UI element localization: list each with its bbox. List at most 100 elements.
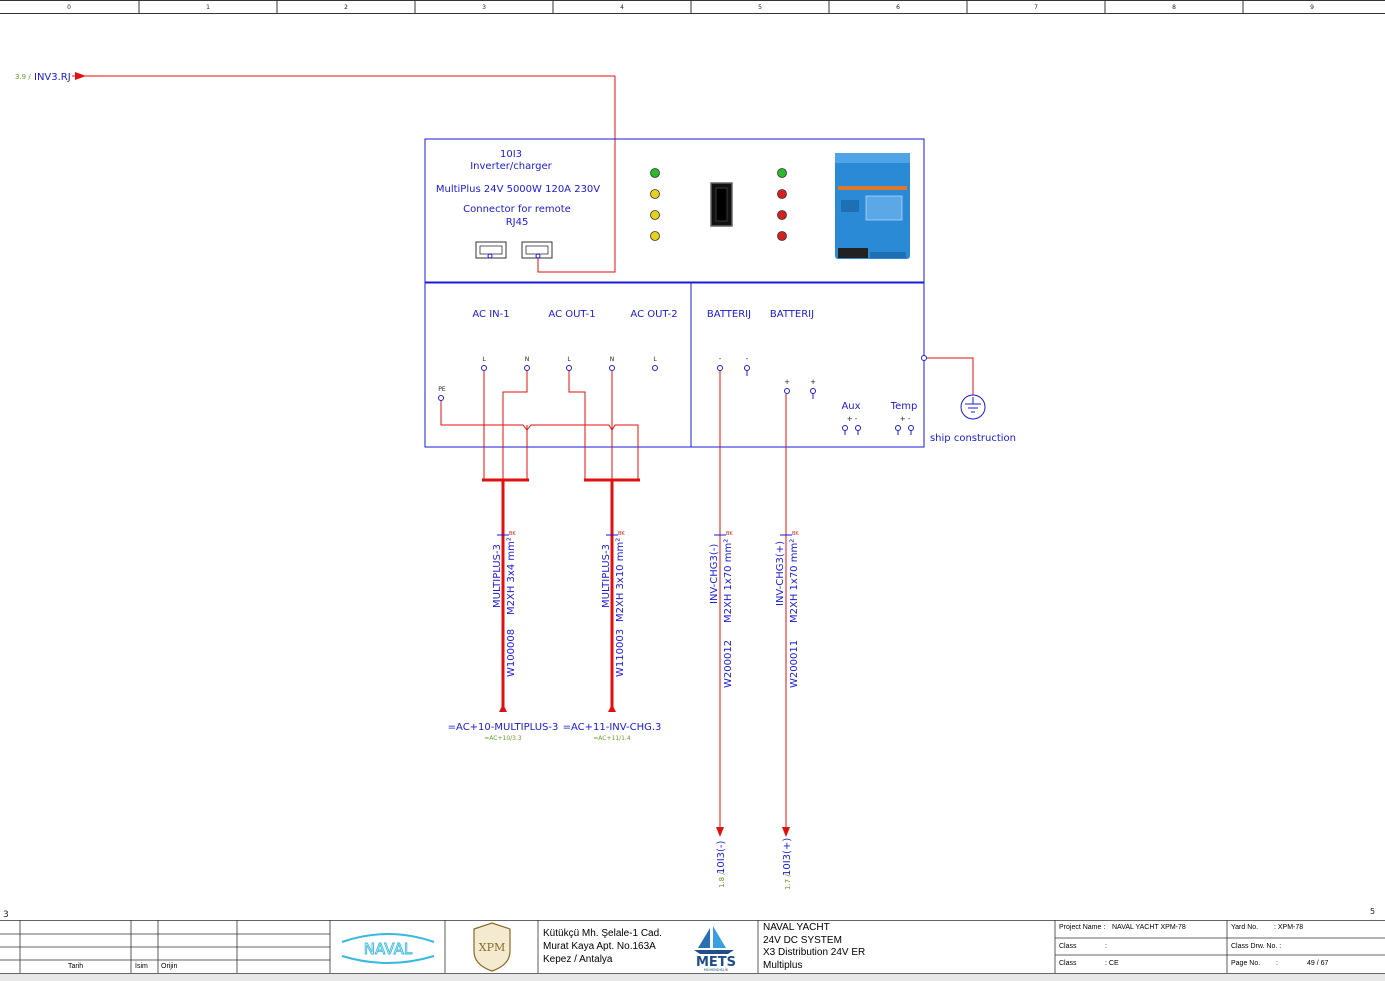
page-no-colon: : (1276, 960, 1278, 967)
terminal-box[interactable]: AC IN-1 AC OUT-1 AC OUT-2 BATTERIJ BATTE… (424, 282, 927, 448)
description-line: NAVAL YACHT (763, 922, 830, 933)
terminal-letter-l: L (482, 356, 486, 363)
yard-no-value: : XPM-78 (1274, 924, 1304, 931)
terminal-batt-plus-2[interactable] (810, 388, 816, 394)
terminal-letter-n: N (610, 356, 615, 363)
terminal-minus: - (719, 355, 722, 363)
project-name-label: Project Name : (1059, 924, 1106, 931)
rj45-socket-1[interactable] (475, 241, 507, 259)
terminal-batt-minus-2[interactable] (744, 365, 750, 371)
status-led (777, 210, 787, 220)
col-isim: İsim (135, 963, 148, 970)
dc-pos-ref[interactable]: 1.7 / 10I3(+) (782, 838, 793, 890)
terminal-ac-out1-l[interactable] (566, 365, 572, 371)
ruler-col-0: 0 (67, 4, 71, 11)
destination-multiplus-3[interactable]: =AC+10-MULTIPLUS-3 (448, 722, 559, 733)
class-value: : CE (1105, 960, 1119, 967)
description-line: X3 Distribution 24V ER (763, 947, 866, 959)
arrow-icon (782, 827, 790, 837)
drawing-description: NAVAL YACHT 24V DC SYSTEM X3 Distributio… (763, 922, 865, 972)
col-tarih: Tarih (68, 963, 84, 970)
cable-color-code: BK (618, 531, 625, 537)
cable-id: W110003 (615, 629, 626, 677)
destination-inv-chg-3[interactable]: =AC+11-INV-CHG.3 (563, 722, 662, 733)
arrow-icon (608, 704, 616, 712)
cable-color-code: BK (792, 531, 799, 537)
destination-ref: =AC+11/1.4 (593, 735, 631, 742)
description-line: Multiplus (763, 959, 803, 971)
terminal-ac-in-l[interactable] (481, 365, 487, 371)
device-box[interactable]: 10I3 Inverter/charger MultiPlus 24V 5000… (424, 138, 925, 283)
cable-id: W200011 (789, 640, 800, 688)
cable-marker-2[interactable]: BK MULTIPLUS-3 M2XH 3x10 mm² W110003 (601, 531, 626, 677)
status-leds-right (777, 168, 787, 241)
ac-out-2-label: AC OUT-2 (630, 309, 677, 320)
terminal-ac-out2-l[interactable] (652, 365, 658, 371)
rj45-socket-2[interactable] (521, 241, 553, 259)
ground-label: ship construction (930, 433, 1016, 444)
class-label: Class (1059, 960, 1077, 967)
terminal-aux-plus[interactable] (842, 425, 848, 431)
yard-no-label: Yard No. (1231, 924, 1259, 931)
arrow-icon (499, 704, 507, 712)
page-marker-right: 5 (1370, 907, 1375, 916)
device-id: 10I3 (500, 149, 522, 160)
terminal-plus: + (784, 378, 790, 386)
status-led (650, 168, 660, 178)
ref-label: 10I3(+) (782, 838, 793, 876)
terminal-aux-minus[interactable] (855, 425, 861, 431)
status-led (777, 189, 787, 199)
aux-label: Aux (841, 401, 860, 412)
project-name-value: NAVAL YACHT XPM-78 (1112, 924, 1186, 931)
cable-marker-3[interactable]: BK INV-CHG3(-) M2XH 1x70 mm² W200012 (709, 531, 734, 688)
ruler-col-7: 7 (1034, 4, 1038, 11)
ref-label-inv3-rj[interactable]: INV3.RJ (34, 72, 71, 83)
device-model: MultiPlus 24V 5000W 120A 230V (436, 184, 600, 195)
mets-logo: METS MÜHENDİSLİK (680, 922, 752, 972)
cable-color-code: BK (726, 531, 733, 537)
batterij-label-2: BATTERIJ (770, 309, 814, 320)
naval-logo: NAVAL (338, 924, 438, 970)
page-marker-left: 3 (3, 910, 9, 920)
status-leds-left (650, 168, 660, 241)
cable-marker-4[interactable]: BK INV-CHG3(+) M2XH 1x70 mm² W200011 (775, 531, 800, 688)
ground-connection: ship construction (927, 357, 1016, 444)
ruler-col-9: 9 (1310, 4, 1314, 11)
terminal-ground[interactable] (921, 355, 927, 361)
destination-ref: =AC+10/3.3 (484, 735, 522, 742)
temp-pin-polarity: + - (900, 415, 911, 423)
cable-marker-1[interactable]: BK MULTIPLUS-3 M2XH 3x4 mm² W100008 (492, 531, 517, 677)
naval-logo-text: NAVAL (364, 940, 413, 958)
terminal-letter-l: L (567, 356, 571, 363)
arrow-icon (75, 72, 86, 80)
temp-label: Temp (890, 401, 918, 412)
terminal-letter-pe: PE (438, 386, 446, 393)
status-led (650, 189, 660, 199)
address-line: Kepez / Antalya (543, 954, 613, 965)
dc-neg-ref[interactable]: 1.8 / 10I3(-) (716, 840, 727, 888)
terminal-minus: - (746, 355, 749, 363)
terminal-temp-plus[interactable] (895, 425, 901, 431)
aux-pin-polarity: + - (847, 415, 858, 423)
terminal-temp-minus[interactable] (908, 425, 914, 431)
cable-id: W200012 (723, 640, 734, 688)
terminal-ac-out1-n[interactable] (609, 365, 615, 371)
cable-spec: M2XH 3x10 mm² (615, 538, 626, 622)
ref-source: 1.8 / (718, 872, 726, 888)
terminal-pe[interactable] (438, 395, 444, 401)
cable-name: INV-CHG3(-) (709, 544, 720, 604)
class-label: Class (1059, 943, 1077, 950)
status-led (777, 231, 787, 241)
terminal-batt-minus-1[interactable] (717, 365, 723, 371)
class-drw-label: Class Drw. No. : (1231, 943, 1282, 950)
column-ruler: 0 1 2 3 4 5 6 7 8 9 (0, 0, 1385, 14)
cable-name: MULTIPLUS-3 (601, 544, 612, 608)
terminal-batt-plus-1[interactable] (784, 388, 790, 394)
terminal-ac-in-n[interactable] (524, 365, 530, 371)
status-led (650, 231, 660, 241)
ruler-col-3: 3 (482, 4, 486, 11)
rj45-link: 3.9 / INV3.RJ (15, 72, 616, 273)
cable-name: MULTIPLUS-3 (492, 544, 503, 608)
description-line: 24V DC SYSTEM (763, 934, 842, 946)
